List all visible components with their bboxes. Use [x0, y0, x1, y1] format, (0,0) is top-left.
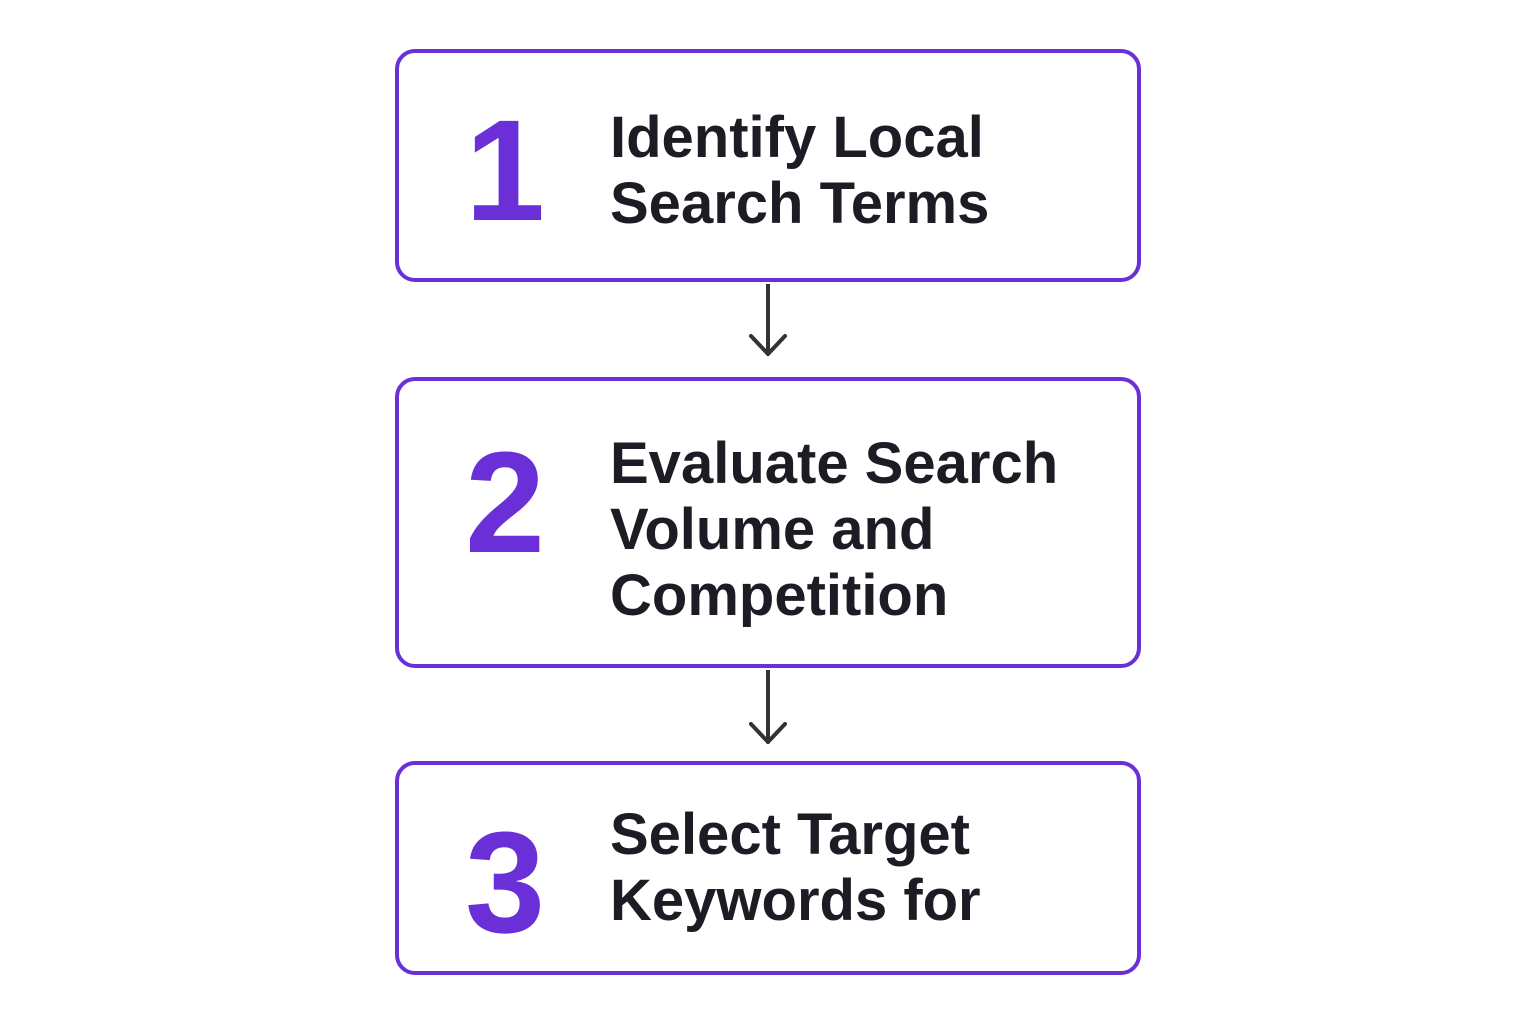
step-box-3: 3 Select Target Keywords for	[395, 761, 1141, 975]
step-number-3: 3	[465, 802, 546, 963]
step-label-1: Identify Local Search Terms	[610, 105, 989, 237]
step-number-1: 1	[465, 90, 546, 251]
step-label-line: Competition	[610, 563, 949, 628]
step-label-line: Evaluate Search	[610, 431, 1059, 496]
step-number-2: 2	[465, 422, 546, 583]
arrow-down-icon	[749, 284, 787, 356]
step-label-line: Volume and	[610, 497, 935, 562]
step-box-1: 1 Identify Local Search Terms	[395, 49, 1141, 282]
step-label-line: Search Terms	[610, 171, 990, 236]
step-label-line: Keywords for	[610, 868, 981, 933]
step-label-line: Select Target	[610, 802, 970, 867]
step-label-2: Evaluate Search Volume and Competition	[610, 431, 1058, 629]
step-label-3: Select Target Keywords for	[610, 802, 981, 934]
step-label-line: Identify Local	[610, 105, 984, 170]
step-box-2: 2 Evaluate Search Volume and Competition	[395, 377, 1141, 668]
arrow-down-icon	[749, 670, 787, 744]
